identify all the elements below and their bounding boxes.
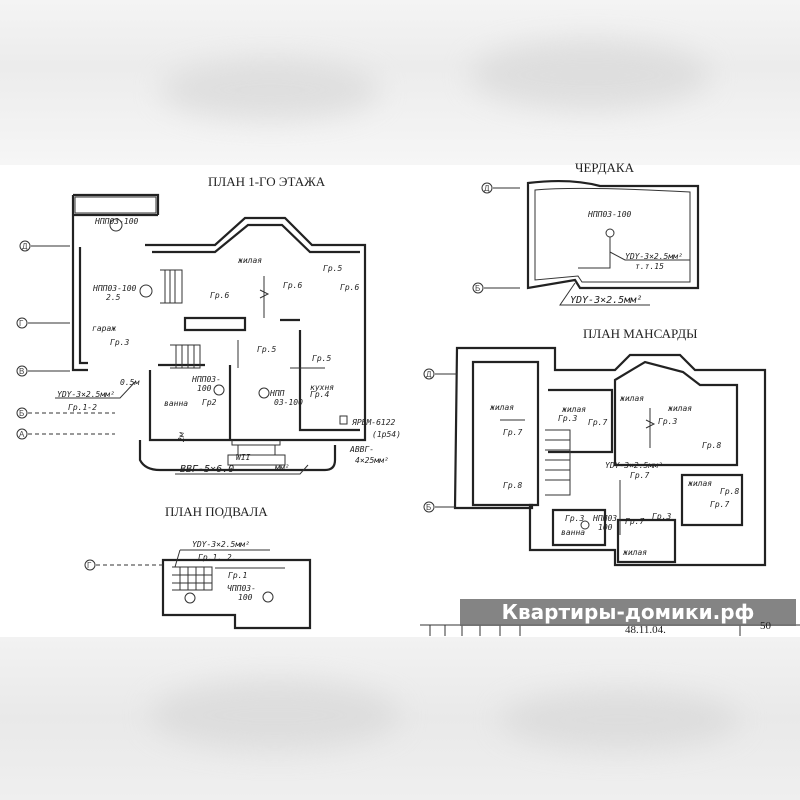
axis-label: Б — [19, 409, 24, 418]
label: Гр.5 — [312, 354, 331, 363]
cable-label: ЯРВМ-6122 — [351, 418, 396, 427]
axis-label: Г — [19, 319, 24, 328]
label: Гр.3 — [652, 512, 671, 521]
label: WII — [236, 453, 251, 462]
attic-title: ЧЕРДАКА — [575, 160, 635, 175]
label: Гр.7 — [710, 500, 729, 509]
label: 2м — [177, 431, 186, 442]
label: Гр.7 — [588, 418, 607, 427]
label: 100 — [598, 523, 613, 532]
basement-title: ПЛАН ПОДВАЛА — [165, 504, 268, 519]
axis-label: Б — [475, 284, 480, 293]
title-block-code: 48.11.04. — [625, 624, 666, 636]
room-label: гараж — [92, 324, 116, 333]
label: НПП03- — [191, 375, 221, 384]
blur-shape — [150, 680, 400, 750]
label: Гр.6 — [340, 283, 359, 292]
cable-label: 4×25мм² — [355, 456, 389, 465]
label: 100 — [238, 593, 253, 602]
label: Гр.8 — [720, 487, 739, 496]
label: НПП03-100 — [587, 210, 632, 219]
label: YDY-3×2.5мм² — [625, 252, 683, 261]
label: ЧПП03- — [227, 584, 256, 593]
room-label: ванна — [561, 528, 585, 537]
label: НПП03 — [592, 514, 617, 523]
room-label: жилая — [687, 479, 712, 488]
label: Гр.3 — [110, 338, 129, 347]
axis-label: Г — [87, 561, 92, 570]
axis-label: Д — [22, 242, 28, 251]
label: YDY-3×2.5мм² — [192, 540, 250, 549]
label: Гр.7 — [625, 517, 644, 526]
label: Гр.7 — [630, 471, 649, 480]
room-label: жилая — [619, 394, 644, 403]
axis-label: Д — [426, 370, 432, 379]
label: 100 — [197, 384, 212, 393]
basement-plan: ПЛАН ПОДВАЛА YDY-3×2.5мм² Гр.1, 2. Гр.1 … — [84, 504, 312, 630]
label: Гр2 — [202, 398, 217, 407]
room-label: жилая — [622, 548, 647, 557]
axis-label: Б — [426, 503, 431, 512]
mansard-title: ПЛАН МАНСАРДЫ — [583, 326, 697, 341]
label: т.т.15 — [635, 262, 664, 271]
room-label: жилая — [489, 403, 514, 412]
label: НПП — [269, 389, 285, 398]
label: Гр.7 — [503, 428, 522, 437]
axis-label: А — [19, 430, 25, 439]
first-floor-title: ПЛАН 1-ГО ЭТАЖА — [208, 174, 326, 189]
axis-markers: Д Г В Б А — [16, 240, 115, 440]
room-label: жилая — [561, 405, 586, 414]
first-floor-plan: ПЛАН 1-ГО ЭТАЖА НПП03-100 НПП03-100 2.5 … — [16, 174, 401, 475]
label: Гр.3 — [658, 417, 677, 426]
label: Гр.1, 2. — [198, 553, 237, 562]
label: 0.5м — [120, 378, 140, 387]
cable-label: Гр.1-2 — [68, 403, 97, 412]
room-label: жилая — [667, 404, 692, 413]
label: Гр.1 — [228, 571, 247, 580]
label: YDY-3×2.5мм² — [605, 461, 663, 470]
label: Гр.6 — [283, 281, 302, 290]
label: Гр.5 — [323, 264, 342, 273]
label: Гр.8 — [503, 481, 522, 490]
label: НПП03-100 — [94, 217, 139, 226]
label: 03-100 — [274, 398, 303, 407]
label: Гр.3 — [558, 414, 577, 423]
room-label: кухня — [310, 383, 334, 392]
room-label: жилая — [237, 256, 262, 265]
label: 2.5 — [106, 293, 121, 302]
axis-label: В — [19, 367, 24, 376]
label: Гр.5 — [257, 345, 276, 354]
label: Гр.6 — [210, 291, 229, 300]
blur-shape — [470, 40, 710, 110]
cable-label: (1р54) — [372, 430, 401, 439]
cable-label: ВВГ-5×6.0 — [180, 464, 234, 475]
room-label: ванна — [164, 399, 188, 408]
mansard-plan: ПЛАН МАНСАРДЫ жилая жилая жилая жилая жи… — [423, 326, 767, 567]
title-block-sheet: 50 — [760, 620, 771, 632]
axis-label: Д — [484, 184, 490, 193]
attic-plan: ЧЕРДАКА НПП03-100 YDY-3×2.5мм² т.т.15 YD… — [472, 160, 700, 306]
label: YDY-3×2.5мм² — [570, 295, 642, 306]
cable-label: YDY-3×2.5мм² — [57, 390, 115, 399]
label: Гр.3 — [565, 514, 584, 523]
label: НПП03-100 — [92, 284, 137, 293]
label: Гр.8 — [702, 441, 721, 450]
cable-label: мм² — [274, 463, 289, 472]
blur-shape — [500, 690, 740, 750]
cable-label: АВВГ- — [349, 445, 374, 454]
blur-shape — [160, 60, 380, 120]
watermark: Квартиры-домики.рф — [460, 599, 796, 626]
label: Гр.4 — [310, 390, 329, 399]
